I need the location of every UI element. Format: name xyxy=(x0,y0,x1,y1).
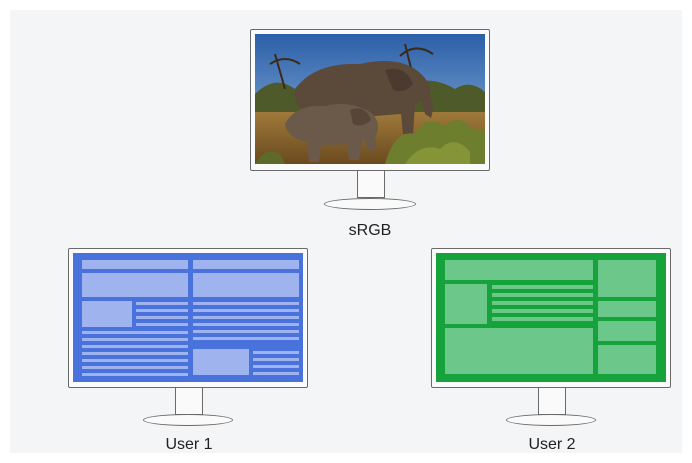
monitor-neck xyxy=(175,387,203,415)
header-block xyxy=(445,260,593,280)
text-line xyxy=(82,366,188,369)
text-line xyxy=(492,285,593,289)
user2-screen xyxy=(436,253,666,382)
monitor-foot xyxy=(324,198,416,210)
text-line xyxy=(82,352,188,355)
text-line xyxy=(492,309,593,313)
sidebar-block xyxy=(598,345,656,374)
elephant-photo xyxy=(255,34,485,164)
user2-monitor xyxy=(431,248,671,428)
text-line xyxy=(193,302,299,305)
text-line xyxy=(82,331,188,334)
text-line xyxy=(82,345,188,348)
text-line xyxy=(253,351,299,354)
text-line xyxy=(253,358,299,361)
header-bar xyxy=(193,260,299,269)
text-line xyxy=(82,338,188,341)
content-block xyxy=(193,273,299,297)
text-line xyxy=(193,316,299,319)
header-bar xyxy=(82,260,188,269)
monitor-neck xyxy=(357,170,385,198)
user2-label: User 2 xyxy=(528,436,576,453)
text-line xyxy=(492,301,593,305)
user1-monitor xyxy=(68,248,308,428)
text-line xyxy=(136,316,188,319)
text-line xyxy=(253,372,299,375)
text-line xyxy=(82,359,188,362)
srgb-label: sRGB xyxy=(348,222,392,239)
user1-screen xyxy=(73,253,303,382)
text-line xyxy=(193,323,299,326)
user1-label: User 1 xyxy=(165,436,213,453)
sidebar-block xyxy=(598,301,656,317)
text-line xyxy=(253,365,299,368)
text-line xyxy=(193,337,299,340)
photo-screen xyxy=(255,34,485,164)
text-line xyxy=(136,302,188,305)
monitor-foot xyxy=(506,414,596,426)
content-block xyxy=(445,328,593,374)
text-line xyxy=(136,309,188,312)
monitor-foot xyxy=(143,414,233,426)
image-block xyxy=(193,349,249,375)
text-line xyxy=(82,373,188,376)
text-line xyxy=(193,330,299,333)
image-block xyxy=(445,284,487,324)
text-line xyxy=(492,293,593,297)
image-block xyxy=(82,301,132,327)
text-line xyxy=(136,323,188,326)
text-line xyxy=(193,309,299,312)
content-block xyxy=(82,273,188,297)
monitor-neck xyxy=(538,387,566,415)
text-line xyxy=(492,317,593,321)
sidebar-block xyxy=(598,321,656,341)
sidebar-block xyxy=(598,260,656,297)
srgb-monitor xyxy=(250,29,490,219)
